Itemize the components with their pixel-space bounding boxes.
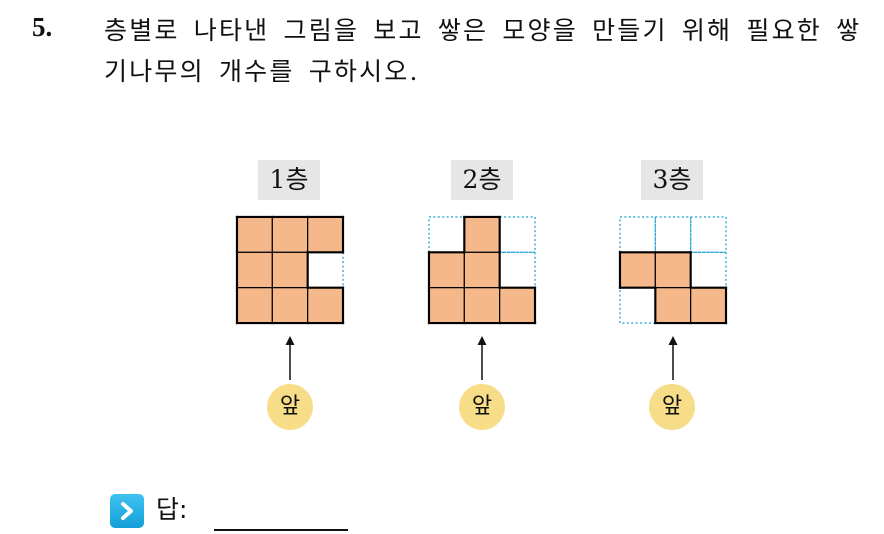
floor-1-label: 1층 xyxy=(258,160,320,200)
cube-cell xyxy=(463,216,501,253)
cube-cell xyxy=(271,287,309,324)
empty-cell xyxy=(428,216,466,254)
cube-cell xyxy=(236,216,273,253)
empty-cell xyxy=(498,216,536,254)
floor-3-label: 3층 xyxy=(641,160,703,200)
floor-2-label: 2층 xyxy=(451,160,513,200)
cube-cell xyxy=(307,216,344,253)
floor-2-front-badge: 앞 xyxy=(459,384,505,430)
cube-cell xyxy=(428,287,465,324)
chevron-right-icon xyxy=(110,494,144,528)
floor-2-grid xyxy=(427,215,537,325)
cube-cell xyxy=(236,251,273,289)
cube-cell xyxy=(619,251,656,289)
question-number: 5. xyxy=(32,12,53,42)
floor-3-front-badge: 앞 xyxy=(649,384,695,430)
empty-cell xyxy=(689,251,727,289)
cube-cell xyxy=(428,251,465,289)
up-arrow-icon xyxy=(477,336,487,380)
empty-cell xyxy=(619,286,657,324)
empty-cell xyxy=(654,216,692,254)
cube-cell xyxy=(690,287,727,324)
floor-3-grid xyxy=(618,216,728,325)
answer-blank[interactable] xyxy=(214,529,348,531)
cube-cell xyxy=(236,287,273,324)
cube-cell xyxy=(463,287,501,324)
cube-cell xyxy=(499,287,536,324)
cube-cell xyxy=(654,287,692,324)
answer-label: 답: xyxy=(156,495,188,524)
empty-cell xyxy=(498,251,536,289)
cube-cell xyxy=(271,251,309,289)
up-arrow-icon xyxy=(668,336,678,380)
cube-cell xyxy=(654,251,692,289)
empty-cell xyxy=(306,251,344,289)
empty-cell xyxy=(689,216,727,254)
floor-1-grid xyxy=(235,215,345,325)
up-arrow-icon xyxy=(285,336,295,380)
empty-cell xyxy=(619,216,657,254)
cube-cell xyxy=(463,251,501,289)
question-text: 층별로 나타낸 그림을 보고 쌓은 모양을 만들기 위해 필요한 쌓기나무의 개… xyxy=(104,16,862,86)
floor-1-front-badge: 앞 xyxy=(267,384,313,430)
cube-cell xyxy=(271,216,309,253)
cube-cell xyxy=(307,287,344,324)
